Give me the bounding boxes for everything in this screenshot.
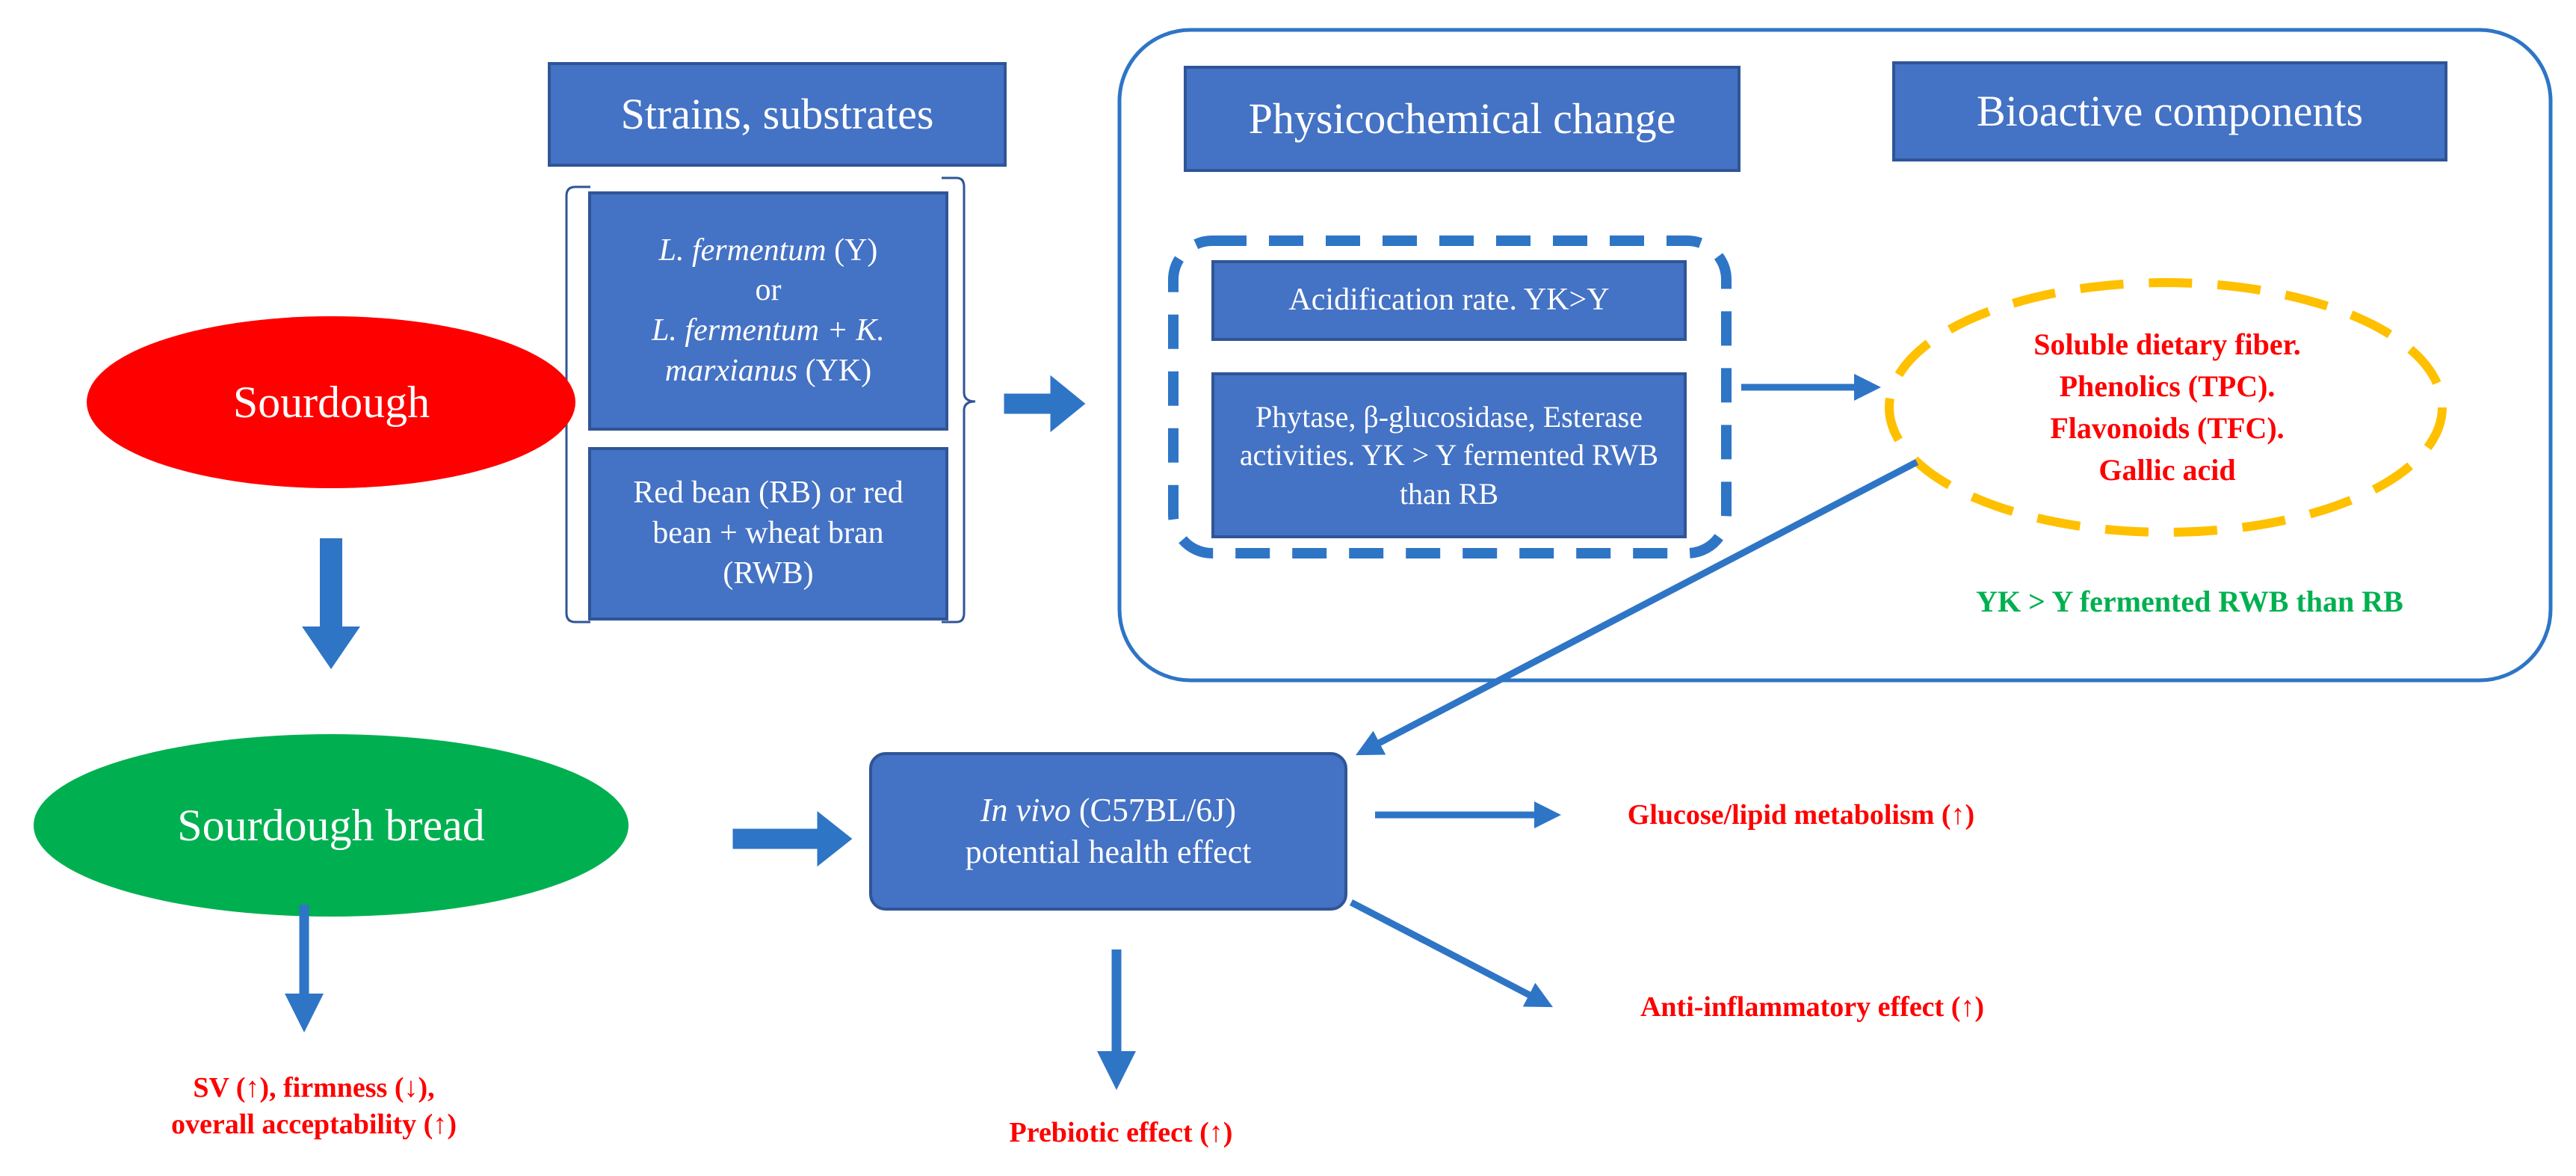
bread-quality-line-1: SV (↑), firmness (↓), bbox=[193, 1072, 435, 1104]
bioactive-components-header: Bioactive components bbox=[1892, 61, 2447, 161]
sourdough-ellipse bbox=[87, 316, 575, 488]
bioactive-comparison-note: YK > Y fermented RWB than RB bbox=[1976, 585, 2403, 619]
strain-line-1: L. fermentum (Y) bbox=[658, 233, 878, 268]
block-arrow-to-physico bbox=[1004, 375, 1086, 433]
acidification-rate-box: Acidification rate. YK>Y bbox=[1211, 260, 1687, 341]
strain-line-3: L. fermentum + K. bbox=[652, 313, 885, 348]
sourdough-bread-ellipse bbox=[34, 734, 628, 917]
sourdough-label: Sourdough bbox=[232, 377, 430, 427]
strain-line-4: marxianus (YK) bbox=[664, 353, 872, 388]
physicochemical-change-header: Physicochemical change bbox=[1184, 66, 1741, 172]
strains-substrates-header: Strains, substrates bbox=[548, 62, 1007, 167]
in-vivo-line-2: potential health effect bbox=[965, 834, 1252, 870]
substrate-options-box: Red bean (RB) or red bean + wheat bran (… bbox=[588, 447, 948, 621]
bread-quality-line-2: overall acceptability (↑) bbox=[170, 1109, 457, 1140]
arrow-bioactive-to-invivo bbox=[1356, 459, 1919, 756]
physico-dashed-box bbox=[1168, 235, 1732, 558]
bioactive-list: Soluble dietary fiber. Phenolics (TPC). … bbox=[2033, 327, 2301, 487]
bread-quality-outcome: SV (↑), firmness (↓), overall acceptabil… bbox=[82, 1062, 546, 1151]
in-vivo-health-box: In vivo (C57BL/6J) potential health effe… bbox=[869, 752, 1347, 911]
glucose-lipid-outcome: Glucose/lipid metabolism (↑) bbox=[1627, 798, 1975, 831]
prebiotic-outcome: Prebiotic effect (↑) bbox=[1009, 1116, 1233, 1148]
in-vivo-line-1: In vivo (C57BL/6J) bbox=[980, 791, 1237, 828]
analysis-container bbox=[1117, 28, 2553, 683]
block-arrow-sourdough-to-bread bbox=[302, 538, 360, 669]
anti-inflammatory-outcome: Anti-inflammatory effect (↑) bbox=[1640, 991, 1985, 1023]
strain-line-2: or bbox=[755, 273, 782, 308]
arrow-invivo-to-antiinflammatory bbox=[1349, 899, 1553, 1008]
bioactive-dashed-ellipse bbox=[1885, 278, 2447, 537]
strain-options-box: L. fermentum (Y) or L. fermentum + K. ma… bbox=[588, 191, 948, 431]
enzyme-activities-box: Phytase, β-glucosidase, Esterase activit… bbox=[1211, 372, 1687, 538]
strain-bracket-right bbox=[942, 176, 976, 624]
sourdough-bread-label: Sourdough bread bbox=[177, 800, 485, 850]
block-arrow-bread-to-invivo bbox=[732, 810, 853, 867]
